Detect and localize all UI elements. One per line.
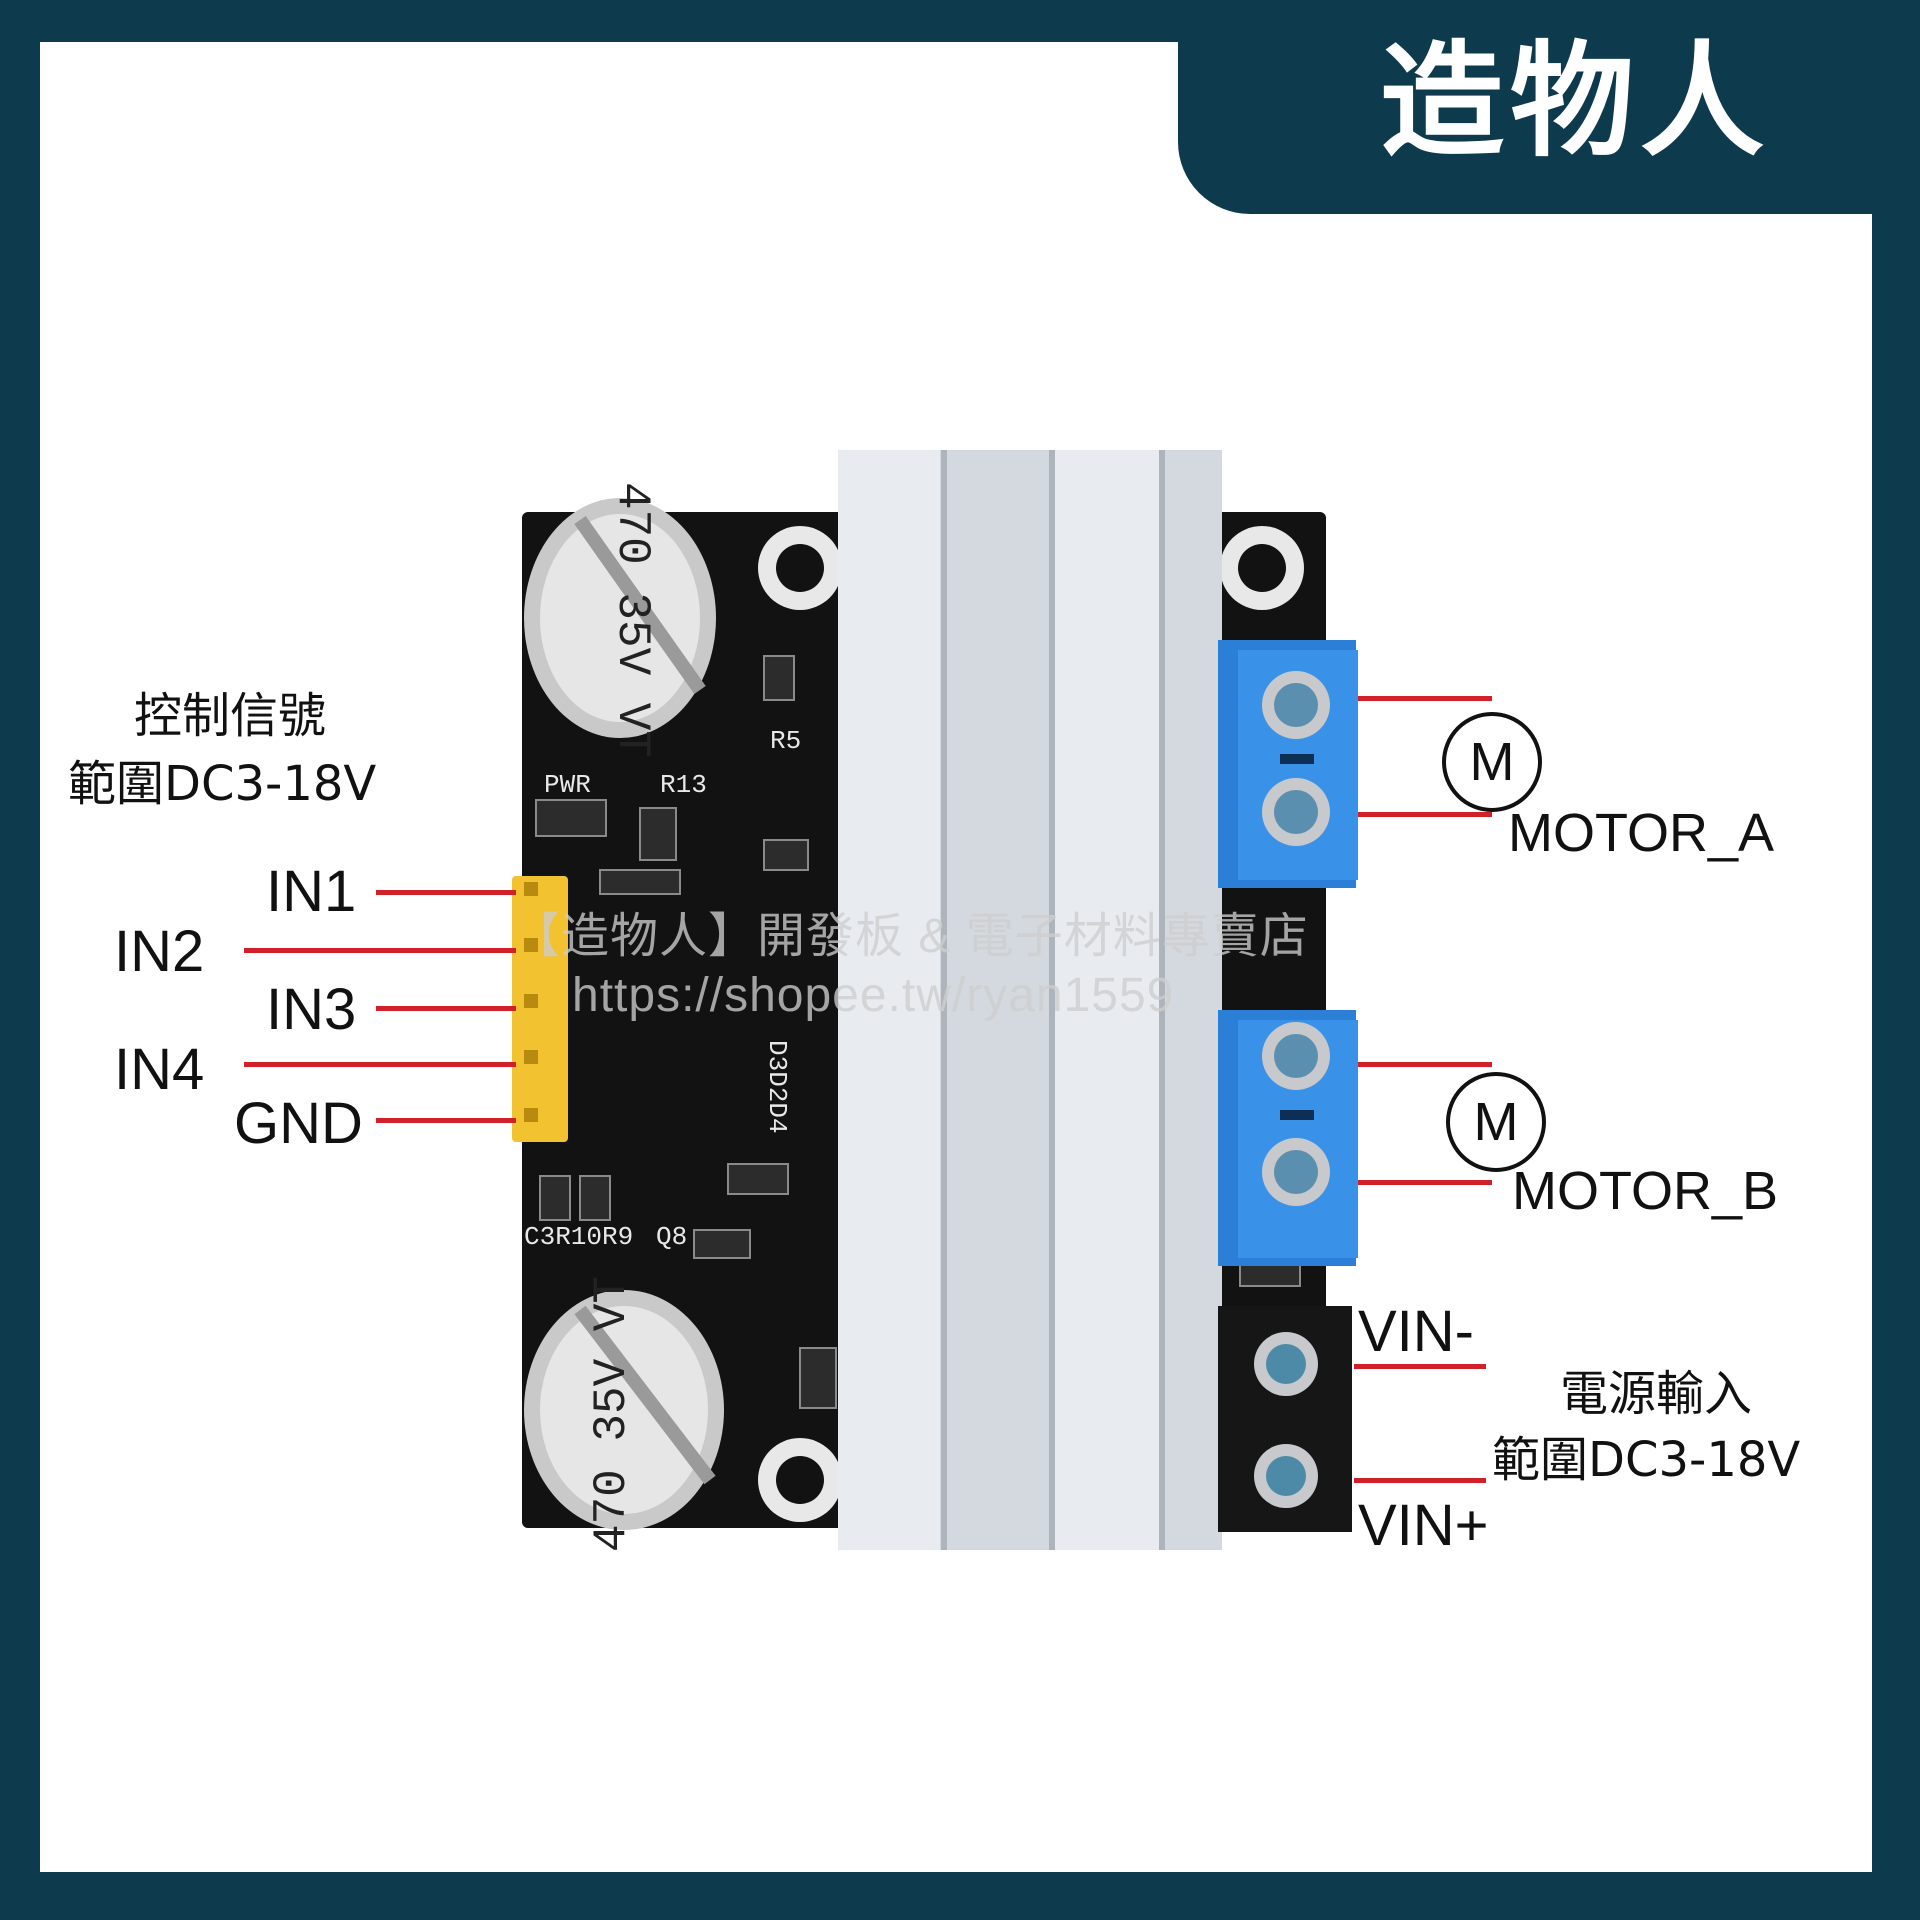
silk-r5: R5: [770, 726, 801, 756]
terminal-power: [1218, 1306, 1352, 1532]
heatsink: [838, 450, 1222, 1550]
silk-pwr: PWR: [544, 770, 591, 800]
capacitor-top: 470 35V VT: [524, 482, 716, 758]
signal-label-range: 範圍DC3-18V: [68, 756, 377, 812]
wire-motor-b-2: [1358, 1180, 1492, 1185]
motor-b-label: MOTOR_B: [1512, 1161, 1779, 1221]
silk-q8: Q8: [656, 1222, 687, 1252]
pin-label-gnd: GND: [234, 1091, 363, 1156]
pin-label-in1: IN1: [266, 859, 357, 924]
wire-motor-a-1: [1358, 696, 1492, 701]
motor-a-label: MOTOR_A: [1508, 803, 1775, 863]
smd-components: [535, 655, 1301, 1409]
mounting-holes: [758, 526, 1304, 1522]
wire-in2: [244, 948, 516, 953]
motor-b-icon: M: [1446, 1072, 1546, 1172]
power-label-range: 範圍DC3-18V: [1492, 1432, 1801, 1488]
wire-gnd: [376, 1118, 516, 1123]
watermark-url: https://shopee.tw/ryan1559: [572, 969, 1175, 1022]
wire-in3: [376, 1006, 516, 1011]
signal-label-title: 控制信號: [134, 688, 327, 744]
pin-label-in4: IN4: [114, 1037, 205, 1102]
pin-label-in3: IN3: [266, 977, 357, 1042]
wire-vin-minus: [1354, 1364, 1486, 1369]
silk-d3d2d4: D3D2D4: [762, 1040, 792, 1134]
terminal-motor-b: [1218, 1010, 1358, 1266]
wire-vin-plus: [1354, 1478, 1486, 1483]
pin-header: [512, 876, 568, 1142]
capacitor-bottom: 470 35V VT: [524, 1276, 724, 1552]
capacitor-bottom-text: 470 35V VT: [586, 1276, 638, 1552]
vin-minus-label: VIN-: [1358, 1299, 1474, 1364]
silk-c3r10r9: C3R10R9: [524, 1222, 633, 1252]
watermark-shop-name: 【造物人】開發板 & 電子材料專賣店: [512, 910, 1309, 963]
capacitor-top-text: 470 35V VT: [606, 482, 658, 758]
pin-label-in2: IN2: [114, 919, 205, 984]
silk-r13: R13: [660, 770, 707, 800]
power-label-title: 電源輸入: [1560, 1366, 1753, 1422]
vin-plus-label: VIN+: [1358, 1493, 1489, 1558]
wire-motor-b-1: [1358, 1062, 1492, 1067]
wire-motor-a-2: [1358, 812, 1492, 817]
wire-in1: [376, 890, 516, 895]
brand-tab: 造物人: [1178, 0, 1920, 214]
motor-a-icon: M: [1442, 712, 1542, 812]
brand-logo-text: 造物人: [1379, 30, 1770, 174]
wire-in4: [244, 1062, 516, 1067]
terminal-motor-a: [1218, 640, 1358, 888]
